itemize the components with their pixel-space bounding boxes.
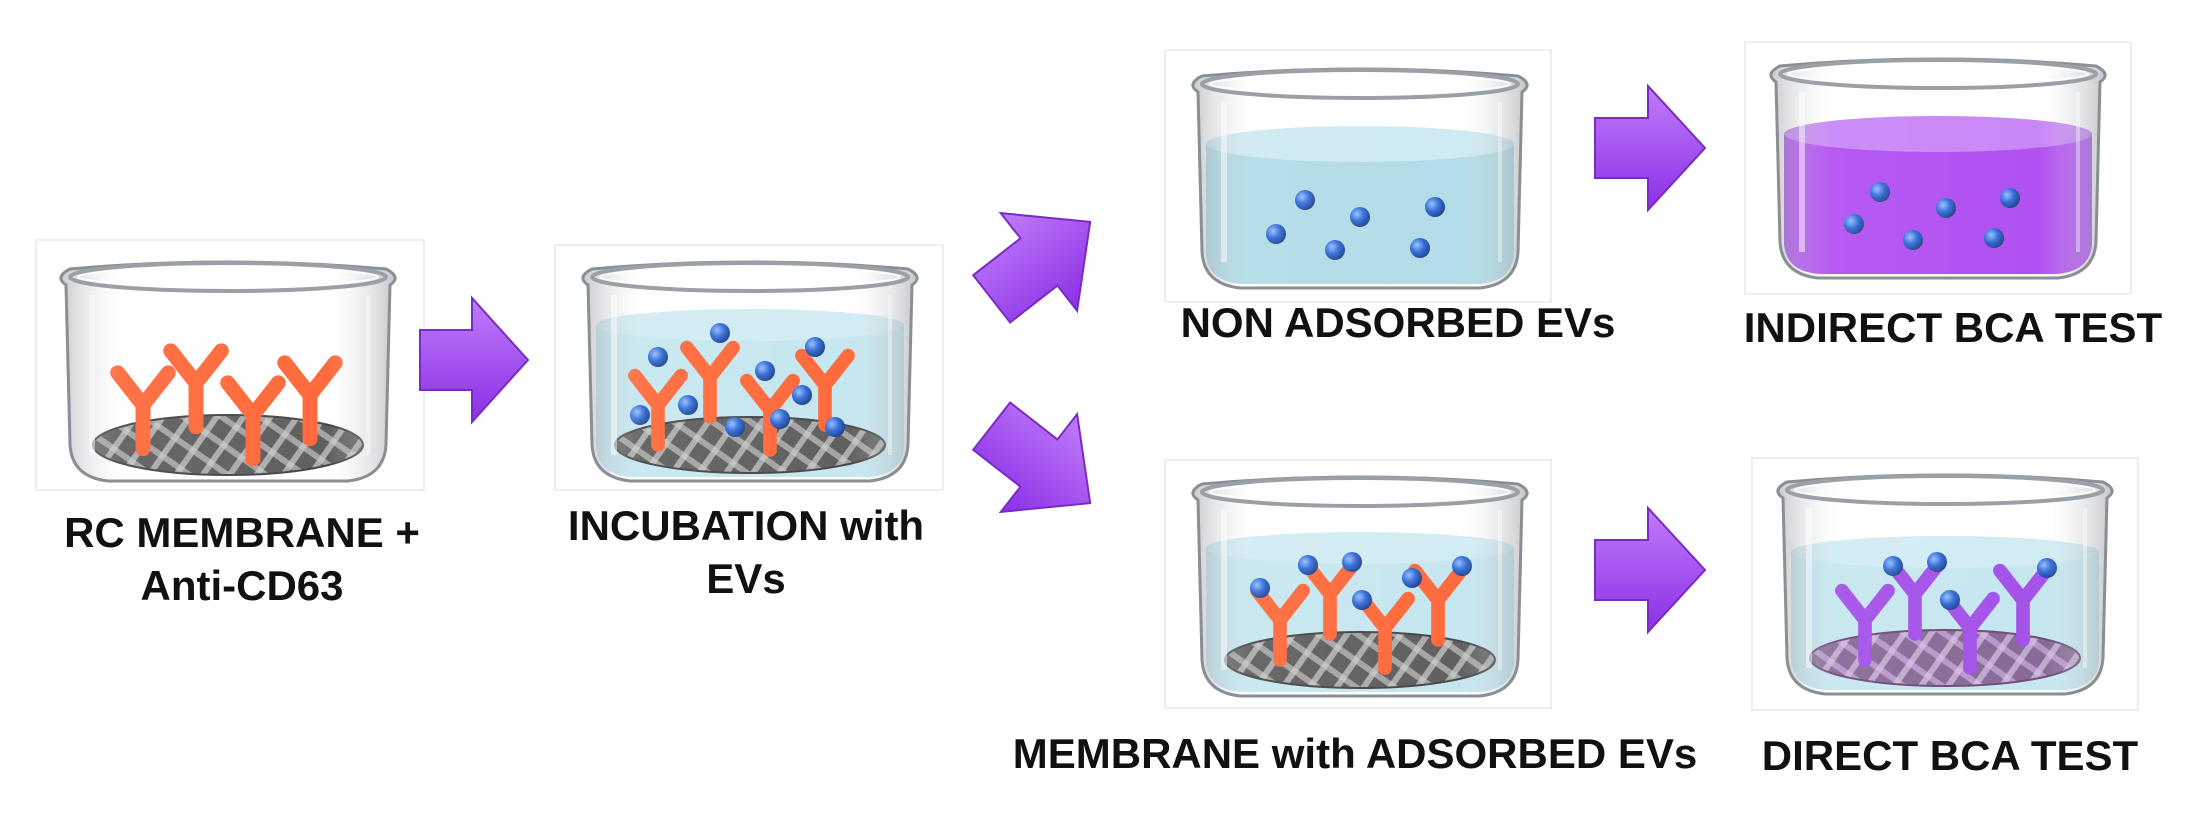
arrow-right-icon bbox=[419, 295, 530, 425]
arrow-right-icon bbox=[1594, 83, 1707, 213]
arrow-up-right-icon bbox=[971, 211, 1092, 324]
indirect-bca-label: INDIRECT BCA TEST bbox=[1744, 304, 2163, 351]
beaker-icon bbox=[583, 262, 917, 481]
beaker-icon bbox=[61, 262, 395, 481]
beaker-icon bbox=[1193, 69, 1527, 288]
beaker-icon bbox=[1193, 477, 1527, 696]
arrow-right-icon bbox=[1594, 505, 1707, 635]
membrane-adsorbed-label: MEMBRANE with ADSORBED EVs bbox=[1013, 730, 1698, 777]
step-membrane-adsorbed: MEMBRANE with ADSORBED EVs bbox=[1013, 459, 1698, 777]
incubation-label-line2: EVs bbox=[706, 555, 785, 602]
incubation-label-line1: INCUBATION with bbox=[568, 502, 924, 549]
step-rc-membrane: RC MEMBRANE + Anti-CD63 bbox=[35, 239, 425, 609]
step-indirect-bca: INDIRECT BCA TEST bbox=[1744, 41, 2163, 351]
beaker-icon bbox=[1778, 475, 2112, 694]
non-adsorbed-label: NON ADSORBED EVs bbox=[1181, 299, 1616, 346]
step-direct-bca: DIRECT BCA TEST bbox=[1751, 457, 2139, 779]
arrow-down-right-icon bbox=[971, 401, 1092, 514]
step-incubation: INCUBATION with EVs bbox=[554, 244, 944, 602]
rc-membrane-label-line1: RC MEMBRANE + bbox=[64, 509, 420, 556]
beaker-icon bbox=[1771, 59, 2105, 278]
direct-bca-label: DIRECT BCA TEST bbox=[1762, 732, 2139, 779]
rc-membrane-label-line2: Anti-CD63 bbox=[140, 562, 343, 609]
step-non-adsorbed: NON ADSORBED EVs bbox=[1164, 49, 1616, 346]
